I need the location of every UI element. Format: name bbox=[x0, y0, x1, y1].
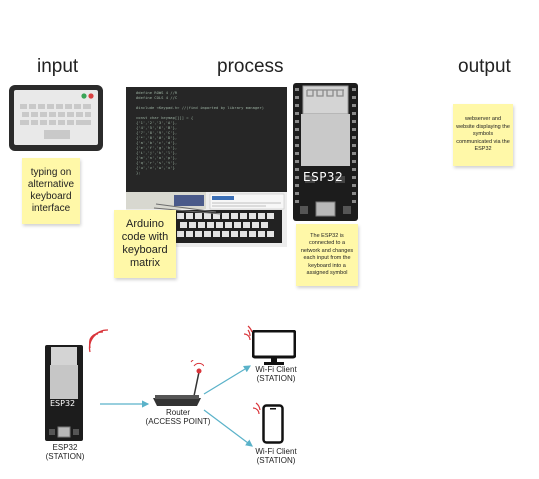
router-icon bbox=[153, 360, 204, 406]
input-note-text: typing on alternative keyboard interface bbox=[27, 167, 75, 214]
client-bottom-caption-line: Wi-Fi Client bbox=[255, 447, 297, 456]
esp32-station-caption-line: ESP32 bbox=[52, 443, 78, 452]
esp32-station-caption-line: (STATION) bbox=[45, 452, 85, 461]
client-top-caption: Wi-Fi Client(STATION) bbox=[246, 365, 306, 383]
code-line: {'e','f','g','h'}, bbox=[136, 145, 178, 150]
router-caption-line: (ACCESS POINT) bbox=[145, 417, 211, 426]
output-heading: output bbox=[458, 56, 511, 77]
monitor-wifi-waves-icon bbox=[243, 325, 253, 341]
client-bottom-caption: Wi-Fi Client(STATION) bbox=[246, 447, 306, 465]
router-caption-line: Router bbox=[165, 408, 190, 417]
code-line: #define COLS 4 //C bbox=[136, 95, 178, 100]
process-heading: process bbox=[217, 56, 284, 77]
smartphone-icon bbox=[262, 404, 284, 444]
code-line: {'4','5','6','B'}, bbox=[136, 125, 178, 130]
esp32-board-label: ESP32 bbox=[303, 170, 344, 184]
network-esp32-label: ESP32 bbox=[50, 399, 76, 408]
arrow-router-to-top-client bbox=[203, 365, 252, 395]
arduino-note-text: Arduino code with keyboard matrix bbox=[121, 218, 169, 269]
client-bottom-caption-line: (STATION) bbox=[256, 456, 296, 465]
esp32-station-caption: ESP32(STATION) bbox=[40, 443, 90, 461]
arduino-sticky-note: Arduino code with keyboard matrix bbox=[114, 210, 176, 278]
arduino-code-screenshot: #define ROWS 4 //R#define COLS 4 //C #in… bbox=[126, 87, 287, 192]
client-top-caption-line: Wi-Fi Client bbox=[255, 365, 297, 374]
code-line: {'i','j','k','l'}, bbox=[136, 150, 178, 155]
esp32-sticky-note: The ESP32 is connected to a network and … bbox=[296, 224, 358, 286]
code-line: const char keymap[][] = { bbox=[136, 115, 194, 120]
code-line: {'a','b','c','d'}, bbox=[136, 140, 178, 145]
esp32-station-icon bbox=[45, 345, 83, 441]
client-top-caption-line: (STATION) bbox=[256, 374, 296, 383]
code-line: {'7','8','9','C'}, bbox=[136, 130, 178, 135]
code-line: {'*','0','#','D'}, bbox=[136, 135, 178, 140]
code-line: {'1','2','3','A'}, bbox=[136, 120, 178, 125]
input-heading: input bbox=[37, 56, 79, 77]
code-line: #include <Keypad.h> //(find imported by … bbox=[136, 105, 265, 110]
code-line: #define ROWS 4 //R bbox=[136, 90, 178, 95]
code-line: {'u','v','w','x'} bbox=[136, 165, 175, 170]
output-sticky-note: webserver and website displaying the sym… bbox=[453, 104, 513, 166]
code-line: {'m','n','o','p'}, bbox=[136, 155, 178, 160]
output-note-text: webserver and website displaying the sym… bbox=[456, 116, 510, 153]
input-sticky-note: typing on alternative keyboard interface bbox=[22, 158, 80, 224]
code-line: {'q','r','s','t'}, bbox=[136, 160, 178, 165]
esp32-board-image bbox=[293, 83, 358, 221]
esp32-note-text: The ESP32 is connected to a network and … bbox=[300, 232, 354, 277]
tablet-keyboard-icon bbox=[9, 85, 103, 151]
monitor-icon bbox=[252, 330, 296, 365]
code-line: }; bbox=[136, 170, 141, 175]
router-caption: Router(ACCESS POINT) bbox=[144, 408, 212, 426]
esp32-wifi-waves-icon bbox=[88, 329, 109, 353]
code-lines: #define ROWS 4 //R#define COLS 4 //C #in… bbox=[126, 87, 287, 175]
phone-wifi-waves-icon bbox=[252, 402, 261, 415]
